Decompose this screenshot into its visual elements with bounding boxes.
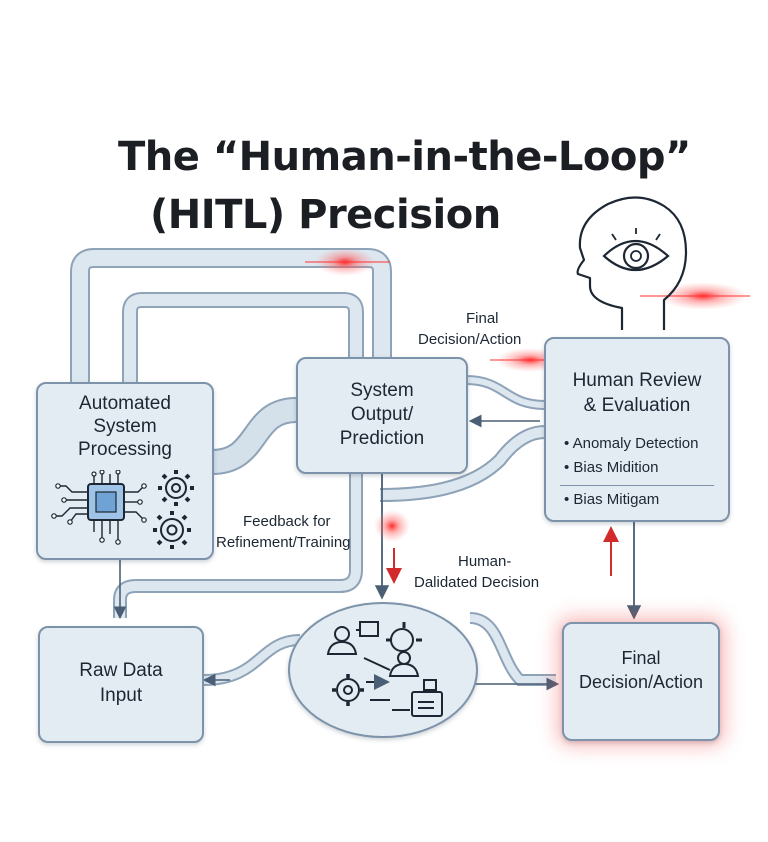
label-feedback-2: Refinement/Training [216, 534, 351, 551]
label-validated-1: Human- [458, 553, 512, 570]
review-bullet-3: • Bias Mitigam [564, 491, 660, 508]
system-output-label-1: System [350, 380, 414, 401]
label-feedback-1: Feedback for [243, 513, 331, 530]
raw-data-label-1: Raw Data [79, 660, 163, 681]
chip-icon [51, 470, 147, 545]
human-review-label-2: & Evaluation [583, 395, 691, 416]
label-final-top-1: Final [466, 310, 499, 327]
folder-icon [332, 674, 443, 717]
label-final-top-2: Decision/Action [418, 331, 522, 348]
system-output-label-2: Output/ [350, 404, 414, 425]
automated-label-1: Automated [79, 393, 171, 414]
pipe-automated-to-output [211, 397, 298, 475]
label-validated-2: Dalidated Decision [414, 574, 540, 591]
pipe-hub-to-raw [202, 634, 301, 687]
diagram-title-line-2: (HITL) Precision [150, 192, 501, 238]
pipe-hub-to-final [469, 612, 560, 691]
automated-label-2: System [93, 416, 157, 437]
automated-label-3: Processing [78, 439, 172, 460]
pipe-feedback-refinement [113, 472, 363, 618]
people-icon [326, 621, 422, 677]
final-label-1: Final [621, 648, 661, 668]
diagram-title-line-1: The “Human-in-the-Loop” [118, 134, 691, 180]
eye-icon [602, 228, 670, 271]
review-bullet-1: • Anomaly Detection [564, 435, 699, 452]
final-label-2: Decision/Action [578, 672, 704, 692]
system-output-box: System Output/ Prediction [296, 357, 468, 474]
automated-processing-box: Automated System Processing [36, 382, 214, 560]
feedback-loop-outer [70, 248, 392, 382]
flare-accents [305, 248, 750, 542]
human-validation-hub [288, 602, 478, 738]
pipe-output-to-review [379, 375, 546, 502]
review-divider [560, 485, 714, 486]
raw-data-box: Raw Data Input [38, 626, 204, 743]
raw-data-label-2: Input [99, 685, 143, 706]
system-output-label-3: Prediction [339, 428, 425, 449]
gear-icon [153, 470, 194, 549]
final-decision-box: Final Decision/Action [562, 622, 720, 741]
feedback-loop-inner [122, 292, 364, 382]
review-bullet-2: • Bias Midition [564, 459, 659, 476]
human-review-box: Human Review & Evaluation • Anomaly Dete… [544, 337, 730, 522]
human-review-label-1: Human Review [572, 370, 702, 391]
human-head-icon [576, 196, 688, 330]
